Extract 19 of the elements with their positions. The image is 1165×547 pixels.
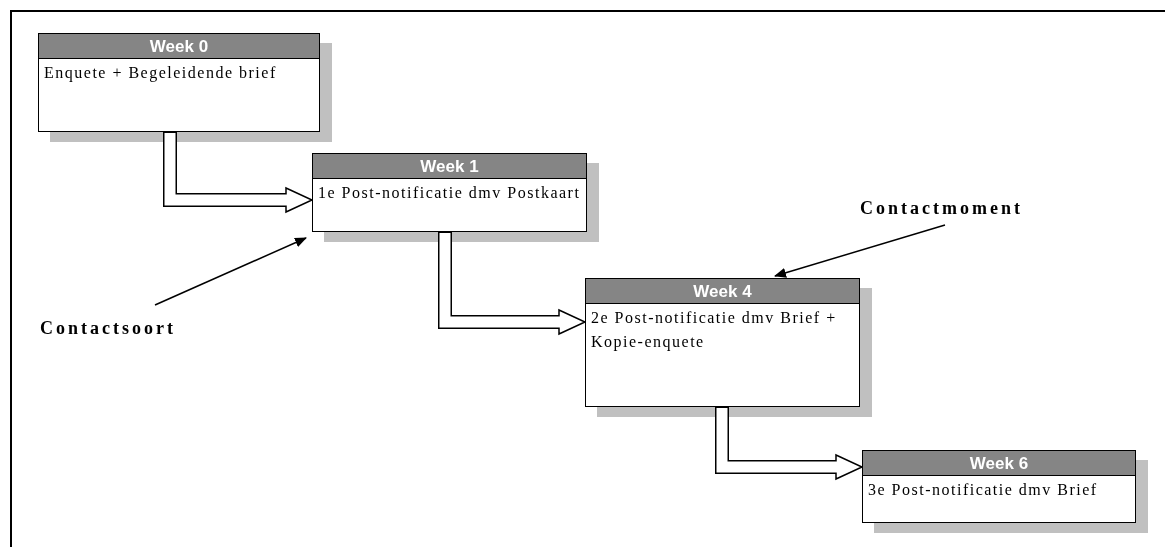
contact-description: 1e Post-notificatie dmv Postkaart (317, 183, 582, 203)
step-card (585, 278, 860, 407)
contact-description: 2e Post-notificatie dmv Brief + Kopie-enquete (590, 308, 838, 353)
leader-arrow (154, 237, 307, 306)
annotation-label: Contactsoort (40, 316, 176, 340)
step-card (38, 33, 320, 132)
hollow-arrow (163, 132, 313, 213)
hollow-arrow (715, 407, 863, 480)
step-card (312, 153, 587, 232)
annotation-label: Contactmoment (860, 196, 1023, 220)
contact-description: Enquete + Begeleidende brief (43, 63, 278, 84)
week-heading: Week 0 (39, 34, 319, 59)
week-heading: Week 6 (863, 451, 1135, 476)
week-heading: Week 1 (313, 154, 586, 179)
leader-arrow (774, 224, 946, 278)
step-card (862, 450, 1136, 523)
contact-description: 3e Post-notificatie dmv Brief (867, 480, 1099, 500)
hollow-arrow (438, 232, 586, 335)
week-heading: Week 4 (586, 279, 859, 304)
